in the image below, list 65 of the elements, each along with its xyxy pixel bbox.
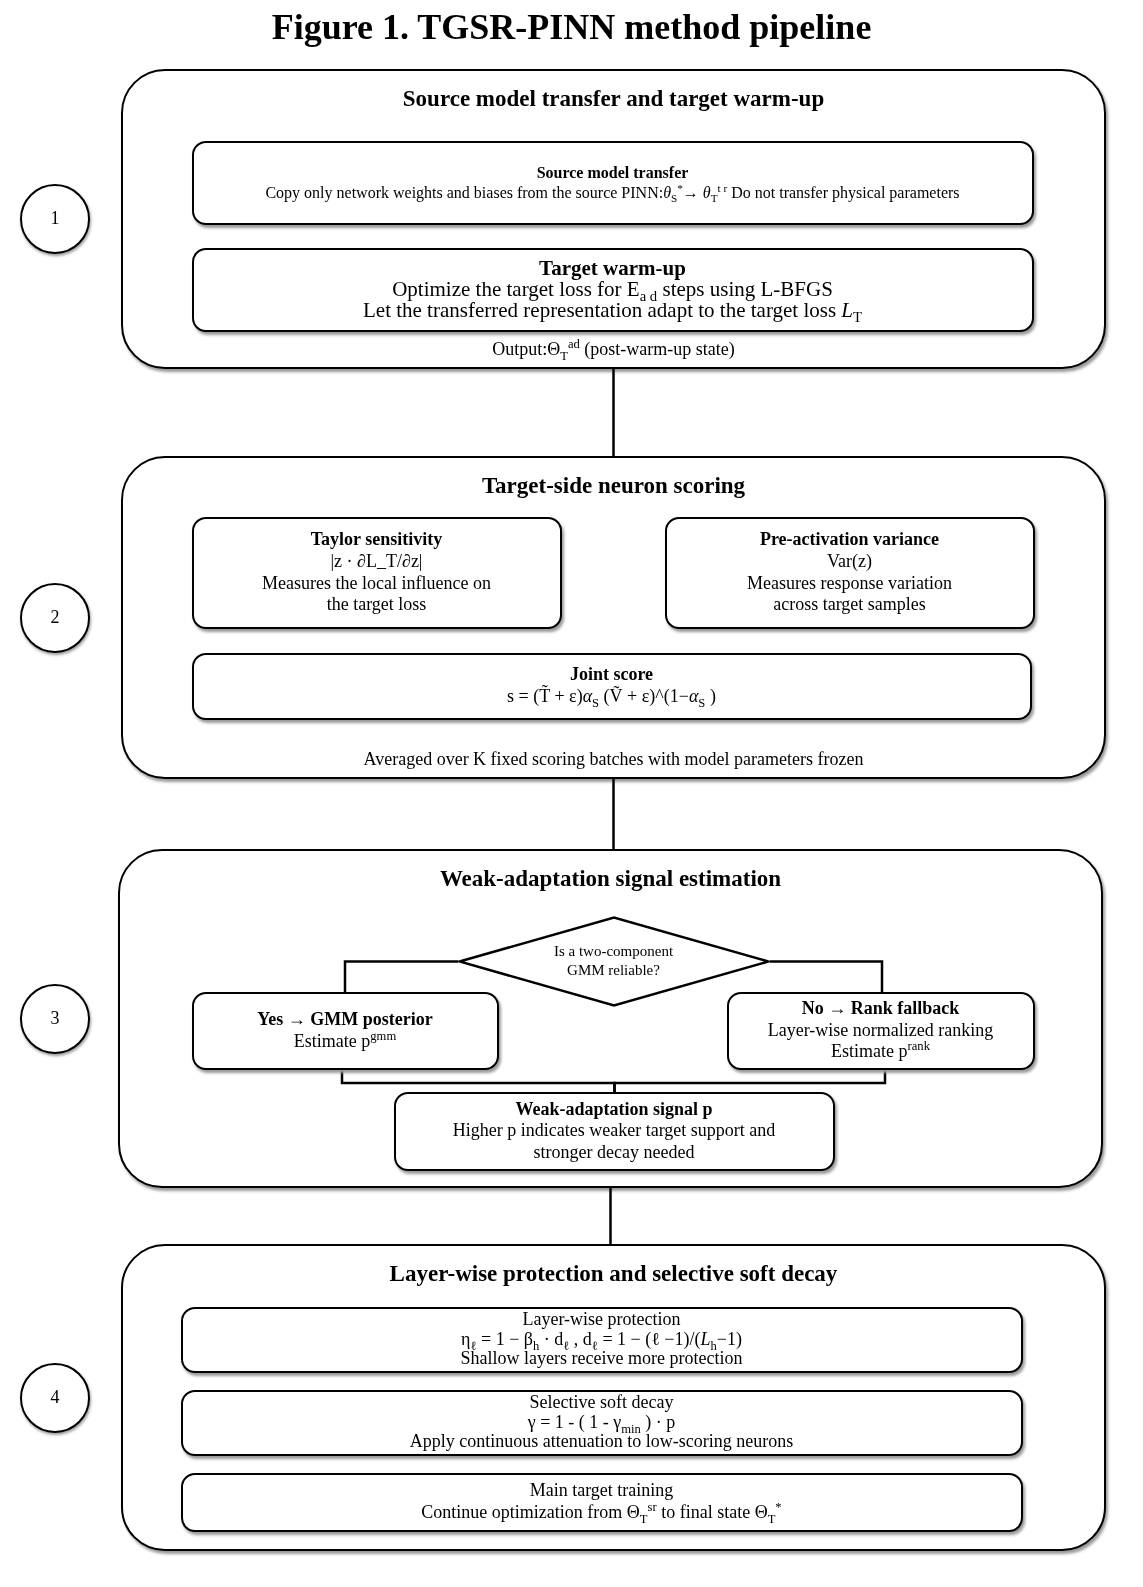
step-number: 1 xyxy=(50,208,60,230)
box-heading: Weak-adaptation signal p xyxy=(515,1098,713,1121)
connector-line xyxy=(770,960,884,992)
box-text: Optimize the target loss for E$_{a d}$ steps using L-BFGS xyxy=(392,279,833,300)
box-text: |z · ∂L_T/∂z| xyxy=(330,550,423,573)
process-box xyxy=(191,516,562,629)
process-box xyxy=(664,516,1035,629)
box-heading: Joint score xyxy=(569,664,654,686)
stage-note: Output:Θ$_{T}$$^{ad}$ (post-warm-up state) xyxy=(491,339,736,361)
connector-line xyxy=(612,779,615,849)
stage-heading: Weak-adaptation signal estimation xyxy=(438,865,783,893)
box-heading: Taylor sensitivity xyxy=(310,529,443,551)
process-box xyxy=(726,991,1035,1070)
box-text: Shallow layers receive more protection xyxy=(460,1349,743,1370)
decision-diamond xyxy=(457,915,770,1007)
box-text: Measures response variation across target samples xyxy=(746,572,953,616)
stage-heading: Layer-wise protection and selective soft decay xyxy=(388,1260,839,1288)
connector-line xyxy=(612,369,615,456)
step-circle xyxy=(20,1363,90,1433)
box-heading: No → Rank fallback xyxy=(801,998,960,1020)
connector-line xyxy=(609,1188,612,1244)
process-box xyxy=(191,247,1034,332)
process-box xyxy=(180,1306,1023,1373)
stage-heading: Target-side neuron scoring xyxy=(480,472,747,500)
box-text: Let the transferred representation adapt to the target loss L$_{T}$ xyxy=(363,300,862,321)
box-text: Measures the local influence on the target loss xyxy=(261,572,492,616)
step-circle xyxy=(20,184,90,254)
step-circle xyxy=(20,984,90,1054)
box-text: s = (T̃ + ε)α$_{S}$ (Ṽ + ε)^(1−α$_{S}$ ) xyxy=(507,686,716,708)
box-heading: Source model transfer xyxy=(536,163,689,183)
connector-line xyxy=(343,960,458,992)
process-box xyxy=(180,1389,1023,1456)
box-text: Estimate p$^{rank}$ xyxy=(831,1041,930,1063)
box-text: Higher p indicates weaker target support and stronger decay needed xyxy=(451,1120,777,1164)
process-box xyxy=(191,140,1034,225)
box-text: Layer-wise normalized ranking xyxy=(767,1019,994,1041)
process-box xyxy=(180,1472,1023,1532)
box-heading: Target warm-up xyxy=(539,258,686,279)
box-text: Estimate p$^{gmm}$ xyxy=(293,1030,397,1053)
box-heading: Layer-wise protection xyxy=(522,1309,681,1330)
box-heading: Yes → GMM posterior xyxy=(257,1008,433,1031)
step-circle xyxy=(20,583,90,653)
stage-note: Averaged over K fixed scoring batches with model parameters frozen xyxy=(362,749,865,771)
stage-panel xyxy=(121,1244,1106,1551)
box-heading: Main target training xyxy=(529,1480,674,1502)
box-heading: Selective soft decay xyxy=(529,1392,674,1413)
process-box xyxy=(393,1091,835,1171)
process-box xyxy=(191,652,1032,720)
step-number: 3 xyxy=(50,1008,60,1030)
process-box xyxy=(191,991,499,1070)
step-number: 4 xyxy=(50,1387,60,1409)
decision-question: Is a two-component GMM reliable? xyxy=(552,941,675,980)
box-text: γ = 1 - ( 1 - γ$_{min}$ ) · p xyxy=(527,1412,676,1433)
connector-line xyxy=(613,1070,887,1092)
box-heading: Pre-activation variance xyxy=(759,529,940,551)
stage-heading: Source model transfer and target warm-up xyxy=(401,85,826,113)
box-text: Apply continuous attenuation to low-scoring neurons xyxy=(409,1432,794,1453)
stage-panel xyxy=(121,456,1106,779)
box-text: η$_{ℓ}$ = 1 − β$_{h}$ · d$_{ℓ}$ , d$_{ℓ}$ = 1 − (ℓ −1)/(L$_{h}$−1) xyxy=(461,1329,742,1350)
figure-title: Figure 1. TGSR-PINN method pipeline xyxy=(270,6,873,48)
step-number: 2 xyxy=(50,607,60,629)
box-text: Var(z) xyxy=(827,550,872,573)
stage-panel xyxy=(118,849,1103,1188)
stage-panel xyxy=(121,69,1106,369)
box-text: Copy only network weights and biases from the source PINN:θ$_{S}$$^{*}$→ θ$_{T}$$^{t r}$ Do not transfer physical parameters xyxy=(265,182,960,202)
